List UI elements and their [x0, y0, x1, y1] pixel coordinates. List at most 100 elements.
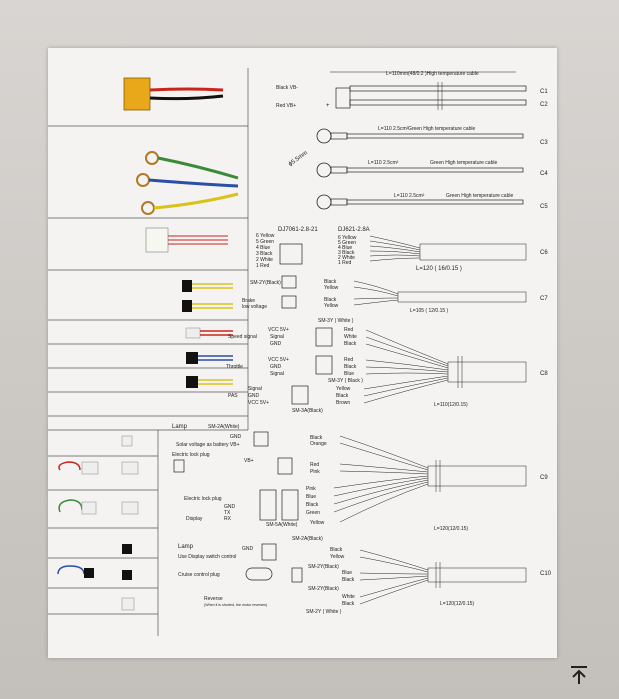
speed-wire-white: White: [344, 334, 357, 340]
c9-electric-lock-plug-2: Electric lock plug: [184, 496, 222, 502]
c10-sm2y-black-2: SM-2Y(Black): [308, 586, 339, 592]
ring-diameter-label: ϕ5.5mm: [288, 150, 309, 167]
c4-cable-label: Green High temperature cable: [430, 160, 497, 166]
label-c4: C4: [540, 171, 548, 177]
c10-wire-black: Black: [330, 547, 343, 553]
svg-text:5 Green: 5 Green: [256, 239, 274, 245]
hall-right-pin-list: 6 Yellow 5 Green 4 Blue 3 Black 2 White …: [338, 235, 357, 266]
speed-gnd-pin: GND: [270, 341, 282, 347]
c9-vbplus: VB+: [244, 458, 254, 464]
c9-gnd: GND: [230, 434, 242, 440]
throttle-signal: Signal: [270, 371, 284, 377]
c9-display-wire-blue: Blue: [306, 494, 316, 500]
c10-cruise-label: Cruise control plug: [178, 572, 220, 578]
svg-text:3 Black: 3 Black: [256, 251, 273, 257]
brake-label: Brake: [242, 298, 255, 304]
c4-ring-terminal: [316, 162, 524, 178]
label-c9: C9: [540, 475, 548, 481]
c10-lamp-label: Lamp: [178, 544, 194, 550]
c9-lock-connector: [277, 457, 293, 475]
c9-lamp-label: Lamp: [172, 424, 188, 430]
c3-cable-label: Green High temperature cable: [408, 126, 475, 132]
c8-wires: [363, 329, 527, 404]
c10-lamp-connector: [261, 543, 277, 561]
label-c10: C10: [540, 571, 552, 577]
c10-wire-yellow: Yellow: [330, 554, 345, 560]
hall-wires: [369, 235, 527, 262]
c4-length-label: L=110 2.5cm²: [368, 160, 399, 166]
c9-wire-red: Red: [310, 462, 319, 468]
brake-wire-black-1: Black: [324, 279, 337, 285]
wiring-diagram-sheet: L=110mm(48/0.2 )High temperature cable B…: [48, 48, 557, 658]
speed-wire-red: Red: [344, 327, 353, 333]
c9-wire-black: Black: [310, 435, 323, 441]
wiring-diagram: L=110mm(48/0.2 )High temperature cable B…: [48, 68, 552, 636]
c10-cruise-plug-drawing: [245, 567, 273, 581]
back-to-top-button[interactable]: [566, 662, 592, 688]
brake-connector-2: [281, 295, 297, 309]
speed-vcc: VCC 5V+: [268, 327, 289, 333]
c9-wire-orange: Orange: [310, 441, 327, 447]
c10-wire-black-3: Black: [342, 601, 355, 607]
svg-text:4 Blue: 4 Blue: [256, 245, 270, 251]
c10-use-display-label: Use Display switch control: [178, 554, 236, 560]
photo-column-grid: [48, 68, 249, 636]
c9-display-wire-green: Green: [306, 510, 320, 516]
pas-wire-brown: Brown: [336, 400, 350, 406]
throttle-vcc: VCC 5V+: [268, 357, 289, 363]
svg-text:6 Yellow: 6 Yellow: [256, 233, 275, 239]
c9-display-gnd: GND: [224, 504, 236, 510]
label-c7: C7: [540, 296, 548, 302]
c9-wires: [333, 435, 527, 523]
label-c1: C1: [540, 89, 548, 95]
c3-length-label: L=110 2.5cm²: [378, 126, 409, 132]
c9-length-label: L=120(12/0.15): [434, 526, 468, 532]
svg-text:4 Blue: 4 Blue: [338, 245, 352, 251]
c10-reverse-label: Reverse: [204, 596, 223, 602]
c9-lamp-connector: [253, 431, 269, 447]
speed-signal-pin: Signal: [270, 334, 284, 340]
hall-left-connector: [279, 243, 303, 265]
svg-text:3 Black: 3 Black: [338, 250, 355, 256]
hall-left-model: DJ7061-2.8-21: [278, 227, 318, 233]
photo-phase-ring-terminals: [136, 151, 239, 215]
pas-signal: Signal: [248, 386, 262, 392]
c5-ring-terminal: [316, 194, 524, 210]
c8-length-label: L=110(12/0.15): [434, 402, 468, 408]
c5-cable-label: Green High temperature cable: [446, 193, 513, 199]
svg-text:1 Red: 1 Red: [338, 260, 352, 266]
svg-text:2 White: 2 White: [338, 255, 355, 261]
throttle-label: Throttle: [226, 364, 243, 370]
c9-sm2a: SM-2A(White): [208, 424, 240, 430]
c10-length-label: L=120(12/0.15): [440, 601, 474, 607]
battery-red-label: Red VB+: [276, 103, 296, 109]
c10-wire-white: White: [342, 594, 355, 600]
label-c6: C6: [540, 250, 548, 256]
throttle-wire-black: Black: [344, 364, 357, 370]
arrow-up-to-line-icon: [571, 666, 587, 684]
c9-display-wire-yellow: Yellow: [310, 520, 325, 526]
speed-wire-black: Black: [344, 341, 357, 347]
speed-connector: [315, 327, 333, 347]
photo-pas-connector: [186, 376, 233, 388]
c10-sm2y-white: SM-2Y ( White ): [306, 609, 342, 615]
c1-c2-length-label: L=110mm(48/0.2 )High temperature cable: [386, 71, 479, 77]
c10-sm2a: SM-2A(Black): [292, 536, 323, 542]
c9-wire-pink: Pink: [310, 469, 320, 475]
photo-hall-connector: [145, 227, 228, 253]
brake-lowv-label: low voltage: [242, 304, 267, 310]
pas-connector: [291, 385, 309, 405]
hall-length-label: L=120 ( 16/0.15 ): [416, 266, 462, 272]
c9-display-label: Display: [186, 516, 203, 522]
brake-connector-1: [281, 275, 297, 289]
throttle-wire-red: Red: [344, 357, 353, 363]
c9-electric-lock-label: Electric lock plug: [172, 452, 210, 458]
label-c3: C3: [540, 140, 548, 146]
svg-text:6 Yellow: 6 Yellow: [338, 235, 357, 241]
c8-sm-white: SM-3Y ( White ): [318, 318, 354, 324]
pas-vcc: VCC 5V+: [248, 400, 269, 406]
svg-text:5 Green: 5 Green: [338, 240, 356, 246]
c9-sm5a: SM-5A(White): [266, 522, 298, 528]
brake-wire-yellow-2: Yellow: [324, 303, 339, 309]
battery-connector-drawing: [335, 87, 351, 109]
